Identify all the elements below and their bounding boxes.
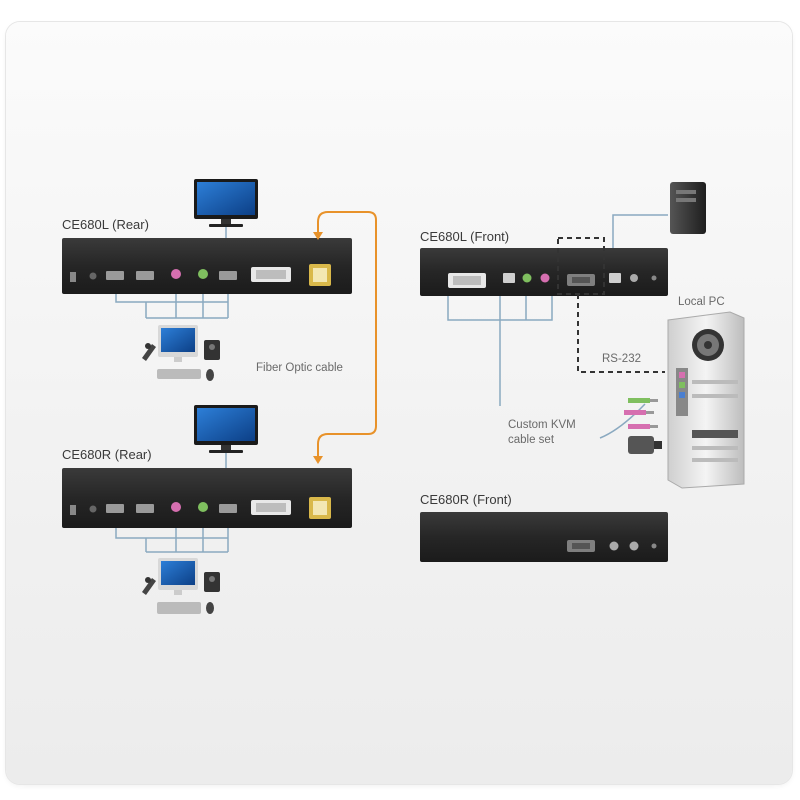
connection-line	[612, 214, 668, 248]
kvm-cable-set-icon	[599, 398, 662, 454]
connection-line	[115, 294, 229, 319]
arrow-down-icon	[313, 456, 323, 464]
rs232-cable	[577, 294, 665, 373]
diagram-frame	[6, 22, 792, 784]
ce680r-front-unit	[420, 512, 668, 562]
monitor-icon	[194, 179, 258, 227]
arrow-down-icon	[313, 232, 323, 240]
tower-pc-icon	[670, 182, 706, 234]
connection-line	[115, 528, 229, 553]
computer-peripherals-icon	[142, 325, 220, 381]
ce680l-rear-unit	[62, 238, 352, 294]
ce680r-rear-unit	[62, 468, 352, 528]
computer-peripherals-icon	[142, 558, 220, 614]
local-pc-icon	[667, 311, 745, 489]
ce680r-rear-label: CE680R (Rear)	[62, 447, 152, 462]
fiber-optic-cable-label: Fiber Optic cable	[256, 362, 343, 374]
rs232-label: RS-232	[602, 353, 641, 365]
ce680l-front-label: CE680L (Front)	[420, 229, 509, 244]
monitor-icon	[194, 405, 258, 453]
fiber-optic-cable	[317, 211, 377, 460]
connection-line	[447, 296, 553, 406]
custom-kvm-label-line2: cable set	[508, 434, 555, 446]
ce680r-front-label: CE680R (Front)	[420, 492, 512, 507]
ce680l-rear-label: CE680L (Rear)	[62, 217, 149, 232]
local-pc-label: Local PC	[678, 296, 725, 308]
ce680l-front-unit	[420, 248, 668, 296]
rs232-highlight	[557, 237, 605, 295]
custom-kvm-label-line1: Custom KVM	[508, 419, 576, 431]
